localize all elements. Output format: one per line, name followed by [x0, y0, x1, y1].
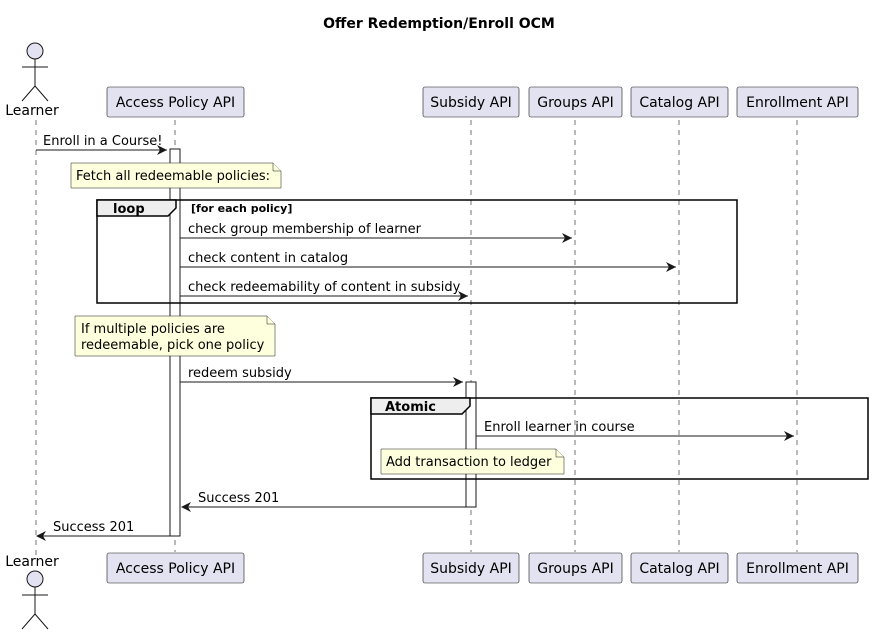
message-success-to-learner: Success 201	[36, 520, 170, 541]
participant-label: Groups API	[537, 561, 614, 577]
loop-frame-border	[96, 199, 738, 304]
arrow-right-icon	[562, 233, 572, 243]
participant-label: Catalog API	[639, 95, 719, 111]
participant-catalog-api-top: Catalog API	[630, 86, 729, 118]
message-label: check group membership of learner	[188, 222, 422, 237]
message-label: Success 201	[53, 520, 134, 535]
actor-head-icon	[26, 570, 44, 588]
participant-label: Subsidy API	[430, 95, 512, 111]
diagram-title: Offer Redemption/Enroll OCM	[323, 16, 555, 32]
arrow-right-icon	[458, 291, 468, 301]
message-enroll-learner: Enroll learner in course	[476, 420, 794, 441]
note-text: Add transaction to ledger	[386, 455, 552, 470]
note-fold	[555, 449, 564, 458]
participant-groups-api-bottom: Groups API	[528, 552, 623, 584]
message-enroll-in-course: Enroll in a Course!	[36, 134, 167, 155]
atomic-frame-label: Atomic	[385, 400, 436, 415]
participant-box	[106, 552, 245, 584]
arrow-left-icon	[181, 502, 191, 512]
participant-box	[630, 552, 729, 584]
arrow-left-icon	[36, 531, 46, 541]
atomic-frame-border	[370, 397, 869, 480]
participant-label: Groups API	[537, 95, 614, 111]
note-fold	[272, 163, 281, 172]
message-label: Success 201	[198, 491, 279, 506]
note-fetch-policies: Fetch all redeemable policies:	[70, 162, 282, 189]
atomic-frame-tab	[370, 397, 471, 415]
note-multiple-policies: If multiple policies are redeemable, pic…	[74, 315, 276, 357]
loop-frame-tab	[96, 199, 177, 217]
participant-box	[106, 86, 245, 118]
note-text: Fetch all redeemable policies:	[76, 169, 270, 184]
participant-box	[630, 86, 729, 118]
participant-label: Catalog API	[639, 561, 719, 577]
arrow-right-icon	[453, 377, 463, 387]
participant-access-policy-api-bottom: Access Policy API	[106, 552, 245, 584]
participant-label: Access Policy API	[116, 561, 235, 577]
participant-box	[736, 552, 859, 584]
note-text-line-2: redeemable, pick one policy	[81, 338, 265, 353]
actor-learner-bottom: Learner	[5, 554, 59, 630]
actor-label-learner-top: Learner	[5, 103, 59, 119]
participant-box	[736, 86, 859, 118]
actor-left-leg	[21, 85, 36, 102]
message-label: Enroll learner in course	[484, 420, 635, 435]
message-redeem-subsidy: redeem subsidy	[180, 366, 463, 387]
participant-access-policy-api-top: Access Policy API	[106, 86, 245, 118]
participant-label: Enrollment API	[746, 95, 849, 111]
actor-right-leg	[34, 613, 49, 630]
participant-enrollment-api-bottom: Enrollment API	[736, 552, 859, 584]
actor-head-icon	[26, 42, 44, 60]
participant-groups-api-top: Groups API	[528, 86, 623, 118]
participant-enrollment-api-top: Enrollment API	[736, 86, 859, 118]
activation-subsidy-api	[465, 381, 477, 508]
actor-learner-top: Learner	[5, 42, 59, 119]
loop-frame-label: loop	[113, 202, 145, 217]
message-check-group-membership: check group membership of learner	[180, 222, 572, 243]
actor-left-leg	[21, 613, 36, 630]
note-box	[380, 448, 565, 475]
message-label: Enroll in a Course!	[43, 134, 163, 149]
message-check-content-catalog: check content in catalog	[180, 251, 676, 272]
participant-box	[528, 552, 623, 584]
participant-label: Enrollment API	[746, 561, 849, 577]
loop-frame-condition: [for each policy]	[191, 202, 292, 215]
arrow-right-icon	[157, 145, 167, 155]
loop-frame: loop [for each policy]	[96, 199, 738, 304]
participant-label: Subsidy API	[430, 561, 512, 577]
participant-box	[422, 552, 520, 584]
participant-subsidy-api-top: Subsidy API	[422, 86, 520, 118]
arrow-right-icon	[784, 431, 794, 441]
message-check-redeemability: check redeemability of content in subsid…	[180, 280, 468, 301]
note-add-transaction: Add transaction to ledger	[380, 448, 565, 475]
note-text-line-1: If multiple policies are	[81, 322, 225, 337]
atomic-frame: Atomic	[370, 397, 869, 480]
actor-label-learner-bottom: Learner	[5, 554, 59, 570]
note-box	[70, 162, 282, 189]
note-box	[74, 315, 276, 357]
participant-box	[528, 86, 623, 118]
message-label: redeem subsidy	[188, 366, 292, 381]
actor-right-leg	[34, 85, 49, 102]
note-fold	[266, 316, 275, 325]
participant-box	[422, 86, 520, 118]
participant-label: Access Policy API	[116, 95, 235, 111]
message-label: check redeemability of content in subsid…	[188, 280, 461, 295]
participant-subsidy-api-bottom: Subsidy API	[422, 552, 520, 584]
arrow-right-icon	[666, 262, 676, 272]
message-label: check content in catalog	[188, 251, 348, 266]
message-success-from-subsidy: Success 201	[181, 491, 466, 512]
participant-catalog-api-bottom: Catalog API	[630, 552, 729, 584]
